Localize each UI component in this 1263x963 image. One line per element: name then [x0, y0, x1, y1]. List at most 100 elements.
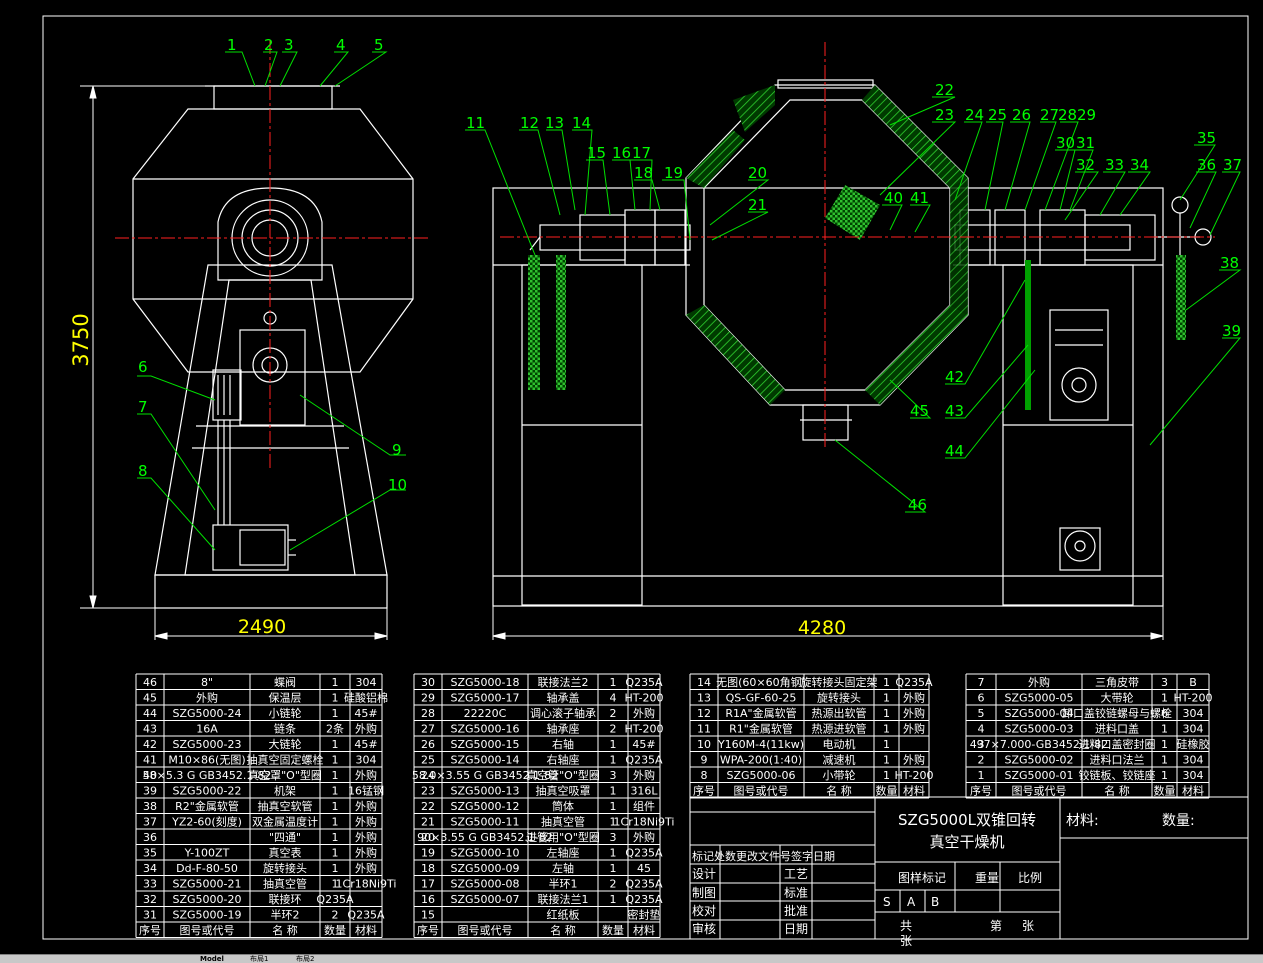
side-view: [132, 85, 414, 609]
bom-cell: 双金属温度计: [252, 815, 318, 829]
bom-cell: 45: [637, 862, 651, 875]
bom-cell: 1: [332, 785, 339, 798]
bom-cell: 1: [610, 785, 617, 798]
leader-lines: [137, 51, 1242, 551]
bom-cell: 1: [332, 738, 339, 751]
bom-cell: SZG5000-21: [172, 878, 241, 891]
bom-header-cell: 序号: [970, 784, 992, 798]
bom-cell: 44: [143, 707, 157, 720]
label-approve: 批准: [784, 903, 808, 918]
title-block-text: SZG5000L双锥回转 真空干燥机 材料: 数量: 标记处数更改文件号签字日期…: [692, 811, 1195, 948]
stage-cell-s: S: [883, 895, 891, 909]
bom-cell: 1: [610, 738, 617, 751]
bom-cell: SZG5000-13: [450, 785, 519, 798]
bom-cell: 1: [978, 769, 985, 782]
balloon-43: 43: [945, 402, 964, 420]
bom-cell: M10×86(无图): [168, 754, 245, 767]
bom-cell: 29: [421, 692, 435, 705]
bom-header-cell: 序号: [139, 923, 161, 937]
balloon-17: 17: [632, 144, 651, 162]
bom-cell: 28: [421, 707, 435, 720]
bom-cell: 46: [143, 676, 157, 689]
bom-cell: 16锰钢: [348, 784, 384, 798]
bom-cell: SZG5000-01: [1004, 769, 1073, 782]
layout-tab-bar: Model 布局1 布局2: [0, 954, 1263, 963]
bom-cell: 联接法兰1: [538, 892, 589, 906]
bom-cell: 316L: [630, 785, 658, 798]
bom-cell: 15: [421, 909, 435, 922]
bom-cell: 外购: [355, 861, 377, 875]
bom-cell: Q235A: [625, 754, 663, 767]
bom-cell: 8": [201, 676, 213, 689]
bom-cell: 43: [143, 723, 157, 736]
balloon-27: 27: [1040, 106, 1059, 124]
bom-cell: 半环1: [549, 877, 578, 891]
tab-model[interactable]: Model: [200, 955, 224, 963]
sheet-unit: 张: [1022, 919, 1034, 933]
bom-cell: 45: [143, 692, 157, 705]
weight-label: 重量: [975, 871, 999, 885]
bom-cell: 35: [143, 847, 157, 860]
bom-cell: SZG5000-06: [726, 769, 795, 782]
bom-cell: 热源出软管: [812, 706, 867, 720]
gearbox: [239, 329, 306, 426]
bom-cell: 11: [697, 723, 711, 736]
label-design: 设计: [692, 867, 716, 881]
tab-layout2[interactable]: 布局2: [296, 955, 315, 963]
balloon-14: 14: [572, 114, 591, 132]
balloon-16: 16: [612, 144, 631, 162]
bom-cell: SZG5000-24: [172, 707, 241, 720]
bom-cell: 2: [610, 723, 617, 736]
bom-cell: SZG5000-10: [450, 847, 519, 860]
bom-cell: 红纸板: [547, 908, 580, 922]
bom-cell: 33: [143, 878, 157, 891]
bom-header-cell: 材料: [1182, 784, 1204, 798]
bom-header-cell: 图号或代号: [1012, 785, 1067, 798]
bom-cell: Q235A: [316, 893, 354, 906]
label-check: 校对: [692, 903, 716, 918]
bom-cell: 1: [332, 831, 339, 844]
bom-cell: 外购: [903, 706, 925, 720]
bom-cell: 1: [332, 878, 339, 891]
bom-cell: Q235A: [625, 878, 663, 891]
bom-cell: 4: [610, 692, 617, 705]
bom-cell: 10: [697, 738, 711, 751]
bom-cell: 外购: [1028, 675, 1050, 689]
bom-cell: 外购: [903, 722, 925, 736]
dim-height: [80, 85, 205, 609]
bom-header-cell: 图号或代号: [734, 785, 789, 798]
cone-body: [132, 108, 414, 373]
bom-header-cell: 名 称: [826, 784, 852, 798]
bom-cell: HT-200: [625, 692, 664, 705]
bom-cell: 左轴: [552, 861, 574, 875]
bom-cell: 3: [610, 769, 617, 782]
bom-cell: 304: [1183, 769, 1204, 782]
bom-cell: 1: [883, 707, 890, 720]
bom-cell: 1: [610, 754, 617, 767]
bom-cell: 外购: [903, 691, 925, 705]
bom-cell: "四通": [269, 831, 301, 844]
dim-width-right-label: 4280: [798, 617, 846, 639]
right-gearbox: [1049, 309, 1109, 421]
bom-cell: 22220C: [464, 707, 507, 720]
bom-cell: 1: [883, 769, 890, 782]
bom-cell: 抽真空固定螺栓: [247, 753, 324, 767]
front-view-centerlines: [500, 42, 1215, 450]
bom-cell: SZG5000-02: [1004, 754, 1073, 767]
balloon-25: 25: [988, 106, 1007, 124]
bom-cell: 外购: [355, 830, 377, 844]
tab-layout1[interactable]: 布局1: [250, 955, 269, 963]
balloon-23: 23: [935, 106, 954, 124]
bom-cell: 37: [143, 816, 157, 829]
bom-cell: 12: [697, 707, 711, 720]
base-frame: [492, 187, 1164, 607]
bom-cell: WPA-200(1:40): [720, 754, 802, 767]
stage-cell-b: B: [931, 895, 939, 909]
bom-cell: 304: [1183, 707, 1204, 720]
bom-cell: 卸口盖铰链螺母与螺栓: [1062, 706, 1172, 720]
bom-cell: 1: [610, 893, 617, 906]
bom-cell: 30: [421, 676, 435, 689]
bom-cell: 1: [883, 676, 890, 689]
